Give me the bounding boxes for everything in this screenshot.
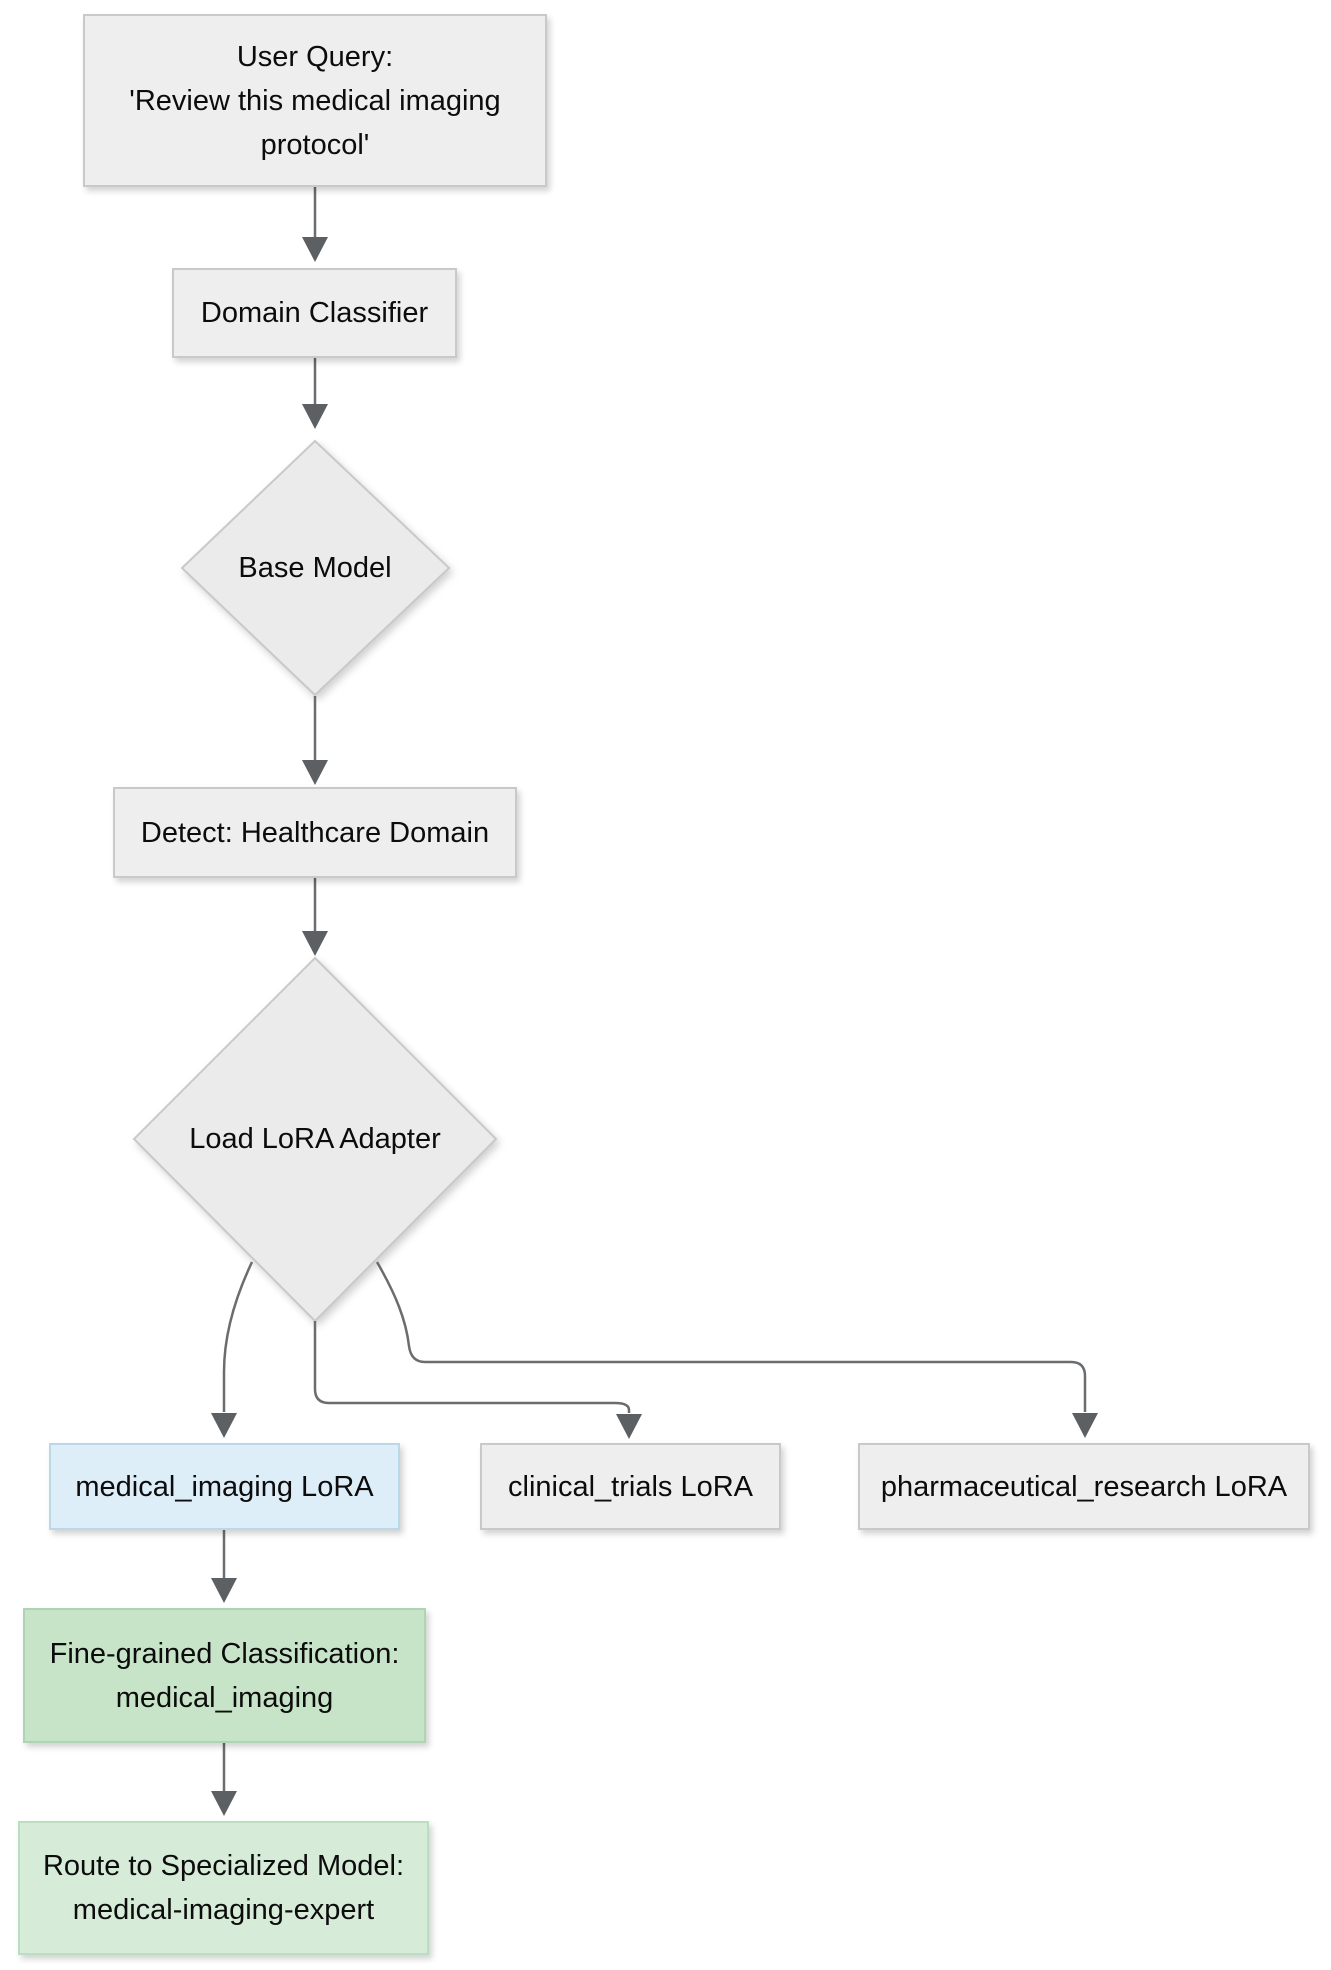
edge-load-lora-to-clinical-trials <box>313 1321 642 1439</box>
base-model-diamond-shape <box>180 439 451 697</box>
node-detect-healthcare-domain-label: Detect: Healthcare Domain <box>140 816 490 849</box>
edge-fine-grained-to-route-specialized <box>211 1743 237 1816</box>
node-route-specialized-model: Route to Specialized Model: medical-imag… <box>18 1821 429 1955</box>
node-medical-imaging-lora-label: medical_imaging LoRA <box>75 1470 374 1503</box>
node-clinical-trials-lora-label: clinical_trials LoRA <box>508 1470 753 1503</box>
edge-detect-healthcare-to-load-lora <box>302 878 328 956</box>
node-pharmaceutical-research-lora-label: pharmaceutical_research LoRA <box>880 1470 1288 1503</box>
node-user-query-label: protocol' <box>260 128 370 161</box>
edge-base-model-to-detect-healthcare <box>302 696 328 785</box>
edge-user-query-to-domain-classifier <box>302 187 328 262</box>
node-domain-classifier: Domain Classifier <box>172 268 457 358</box>
edge-medical-imaging-to-fine-grained <box>211 1530 237 1603</box>
node-clinical-trials-lora: clinical_trials LoRA <box>480 1443 781 1530</box>
node-route-specialized-model-label: Route to Specialized Model: <box>42 1850 405 1882</box>
node-user-query-label: 'Review this medical imaging <box>129 84 501 117</box>
node-fine-grained-classification-label: medical_imaging <box>115 1681 334 1714</box>
edge-load-lora-to-pharmaceutical-research <box>375 1261 1098 1438</box>
node-user-query-label: User Query: <box>236 40 394 73</box>
node-domain-classifier-label: Domain Classifier <box>200 297 429 329</box>
node-user-query: User Query: 'Review this medical imaging… <box>83 14 547 187</box>
node-detect-healthcare-domain: Detect: Healthcare Domain <box>113 787 517 878</box>
load-lora-diamond-shape <box>132 956 498 1323</box>
edge-domain-classifier-to-base-model <box>302 358 328 429</box>
node-pharmaceutical-research-lora: pharmaceutical_research LoRA <box>858 1443 1310 1530</box>
edge-load-lora-to-medical-imaging <box>211 1261 254 1438</box>
node-fine-grained-classification: Fine-grained Classification: medical_ima… <box>23 1608 426 1743</box>
node-route-specialized-model-label: medical-imaging-expert <box>72 1894 375 1926</box>
node-fine-grained-classification-label: Fine-grained Classification: <box>49 1637 400 1670</box>
node-medical-imaging-lora: medical_imaging LoRA <box>49 1443 400 1530</box>
